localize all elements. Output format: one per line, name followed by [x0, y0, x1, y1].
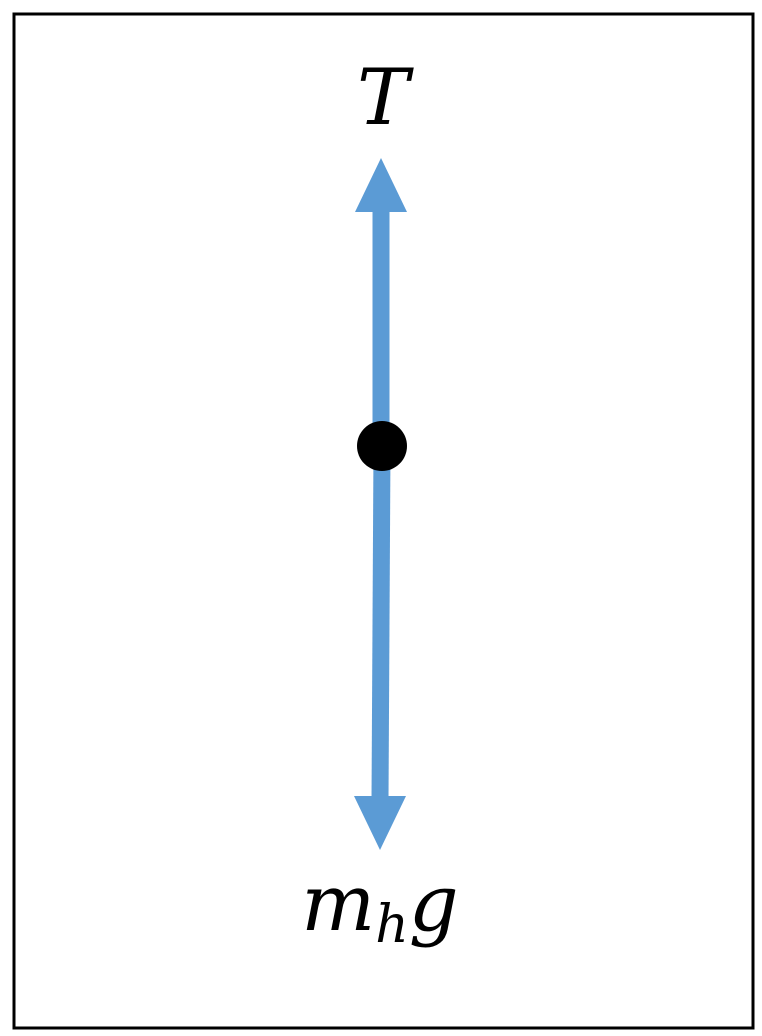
point-mass-dot-icon	[357, 421, 407, 471]
weight-label-mass: m	[301, 859, 375, 949]
weight-arrow	[354, 445, 406, 850]
tension-arrow	[355, 158, 407, 446]
weight-label: mhg	[301, 859, 458, 955]
weight-label-subscript: h	[375, 895, 409, 955]
weight-arrow-shaft	[371, 445, 391, 801]
tension-label: T	[357, 53, 414, 143]
tension-arrowhead-icon	[355, 158, 407, 212]
weight-label-gravity: g	[409, 859, 459, 949]
weight-arrowhead-icon	[354, 796, 406, 850]
